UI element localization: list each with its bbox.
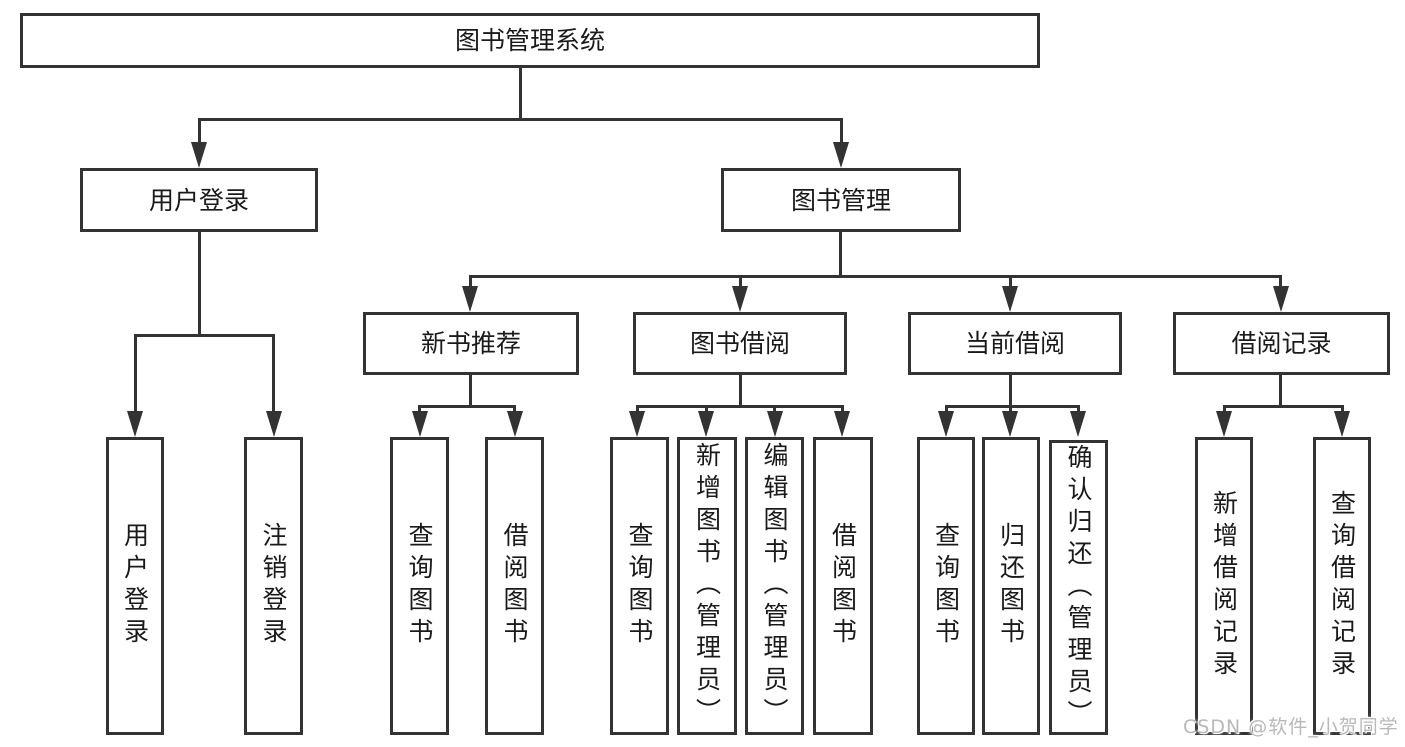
connector-drop	[513, 406, 516, 414]
node-query-borrow-record: 查询借阅记录	[1313, 437, 1371, 735]
connector-drop-user-login	[197, 119, 201, 150]
arrow-down-icon	[1334, 411, 1350, 437]
connector-drop	[773, 406, 776, 414]
arrow-down-icon	[506, 411, 523, 437]
connector-drop	[1222, 406, 1226, 414]
arrow-down-icon	[732, 286, 748, 312]
connector-current-borrow-trunk	[1008, 375, 1012, 407]
node-user-login-label: 用户登录	[148, 185, 249, 215]
connector-drop	[1008, 406, 1012, 414]
connector-book-management-split	[468, 275, 1282, 278]
arrow-down-icon	[265, 411, 282, 437]
node-user-login-op-label: 用户登录	[120, 522, 150, 650]
connector-drop	[418, 406, 421, 414]
connector-new-book-trunk	[468, 375, 472, 407]
node-borrow-records: 借阅记录	[1173, 312, 1390, 375]
arrow-down-icon	[411, 411, 428, 437]
arrow-down-icon	[1216, 411, 1232, 437]
node-book-borrow: 图书借阅	[633, 312, 847, 375]
connector-drop	[840, 406, 844, 414]
connector-drop	[704, 406, 708, 414]
connector-new-book-split	[418, 404, 516, 408]
connector-user-login-split	[133, 333, 275, 337]
node-borrow-books-recommend: 借阅图书	[485, 437, 544, 735]
connector-drop-new-book	[468, 276, 472, 289]
node-book-borrow-label: 图书借阅	[689, 329, 790, 358]
connector-root-trunk	[518, 68, 522, 119]
node-query-borrow-record-label: 查询借阅记录	[1327, 490, 1357, 682]
connector-drop-book-management	[839, 119, 843, 150]
connector-drop-login-op	[133, 335, 137, 413]
connector-drop-book-borrow	[738, 276, 742, 289]
node-edit-books-admin-label: 编辑图书（管理员）	[760, 442, 789, 730]
node-new-book-recommend: 新书推荐	[363, 312, 579, 375]
connector-drop-borrow-records	[1279, 276, 1282, 289]
connector-book-management-trunk	[838, 232, 842, 278]
arrow-down-icon	[833, 142, 849, 168]
connector-drop	[635, 406, 639, 414]
node-library-system-label: 图书管理系统	[454, 26, 605, 55]
node-return-books-label: 归还图书	[996, 522, 1026, 650]
node-book-management-label: 图书管理	[790, 185, 891, 215]
node-query-books-recommend-label: 查询图书	[405, 522, 434, 650]
node-new-book-recommend-label: 新书推荐	[420, 329, 521, 358]
node-query-books-borrow: 查询图书	[610, 437, 669, 735]
node-query-books-current-label: 查询图书	[931, 522, 961, 650]
node-library-system: 图书管理系统	[20, 13, 1040, 68]
arrow-down-icon	[1272, 286, 1289, 312]
node-add-borrow-record: 新增借阅记录	[1195, 437, 1253, 735]
node-borrow-books-recommend-label: 借阅图书	[500, 522, 529, 650]
node-add-borrow-record-label: 新增借阅记录	[1209, 490, 1239, 682]
csdn-watermark: CSDN @软件_小贺同学	[1183, 716, 1399, 738]
arrow-down-icon	[1070, 411, 1086, 437]
node-confirm-return-admin: 确认归还（管理员）	[1049, 440, 1108, 735]
connector-drop-current-borrow	[1008, 276, 1012, 289]
node-borrow-books-op: 借阅图书	[813, 437, 873, 735]
connector-root-split	[197, 117, 843, 121]
arrow-down-icon	[191, 142, 207, 168]
node-logout-op-label: 注销登录	[259, 522, 288, 650]
connector-drop	[1076, 406, 1080, 414]
node-book-management: 图书管理	[721, 168, 961, 232]
arrow-down-icon	[698, 411, 714, 437]
connector-book-borrow-trunk	[738, 375, 742, 407]
node-current-borrow-label: 当前借阅	[964, 329, 1065, 358]
connector-borrow-records-split	[1222, 404, 1344, 408]
arrow-down-icon	[766, 411, 783, 437]
connector-current-borrow-split	[944, 404, 1080, 408]
node-query-books-recommend: 查询图书	[390, 437, 449, 735]
node-add-books-admin: 新增图书（管理员）	[677, 437, 737, 735]
connector-drop	[1340, 406, 1344, 414]
node-query-books-borrow-label: 查询图书	[625, 522, 654, 650]
arrow-down-icon	[1002, 411, 1018, 437]
connector-drop-logout-op	[272, 335, 275, 413]
node-user-login-op: 用户登录	[106, 437, 164, 735]
node-logout-op: 注销登录	[244, 437, 303, 735]
arrow-down-icon	[127, 411, 143, 437]
node-edit-books-admin: 编辑图书（管理员）	[745, 437, 804, 735]
arrow-down-icon	[462, 286, 478, 312]
node-current-borrow: 当前借阅	[908, 312, 1122, 375]
connector-book-borrow-split	[635, 404, 844, 408]
arrow-down-icon	[938, 411, 954, 437]
node-borrow-records-label: 借阅记录	[1231, 329, 1332, 358]
node-borrow-books-op-label: 借阅图书	[828, 522, 858, 650]
arrow-down-icon	[1002, 286, 1018, 312]
arrow-down-icon	[834, 411, 850, 437]
node-add-books-admin-label: 新增图书（管理员）	[692, 442, 722, 730]
arrow-down-icon	[629, 411, 645, 437]
node-user-login: 用户登录	[80, 168, 318, 232]
connector-borrow-records-trunk	[1279, 375, 1282, 407]
node-return-books: 归还图书	[982, 437, 1040, 735]
node-query-books-current: 查询图书	[917, 437, 975, 735]
node-confirm-return-admin-label: 确认归还（管理员）	[1064, 443, 1093, 732]
connector-user-login-trunk	[197, 232, 201, 335]
connector-drop	[944, 406, 948, 414]
